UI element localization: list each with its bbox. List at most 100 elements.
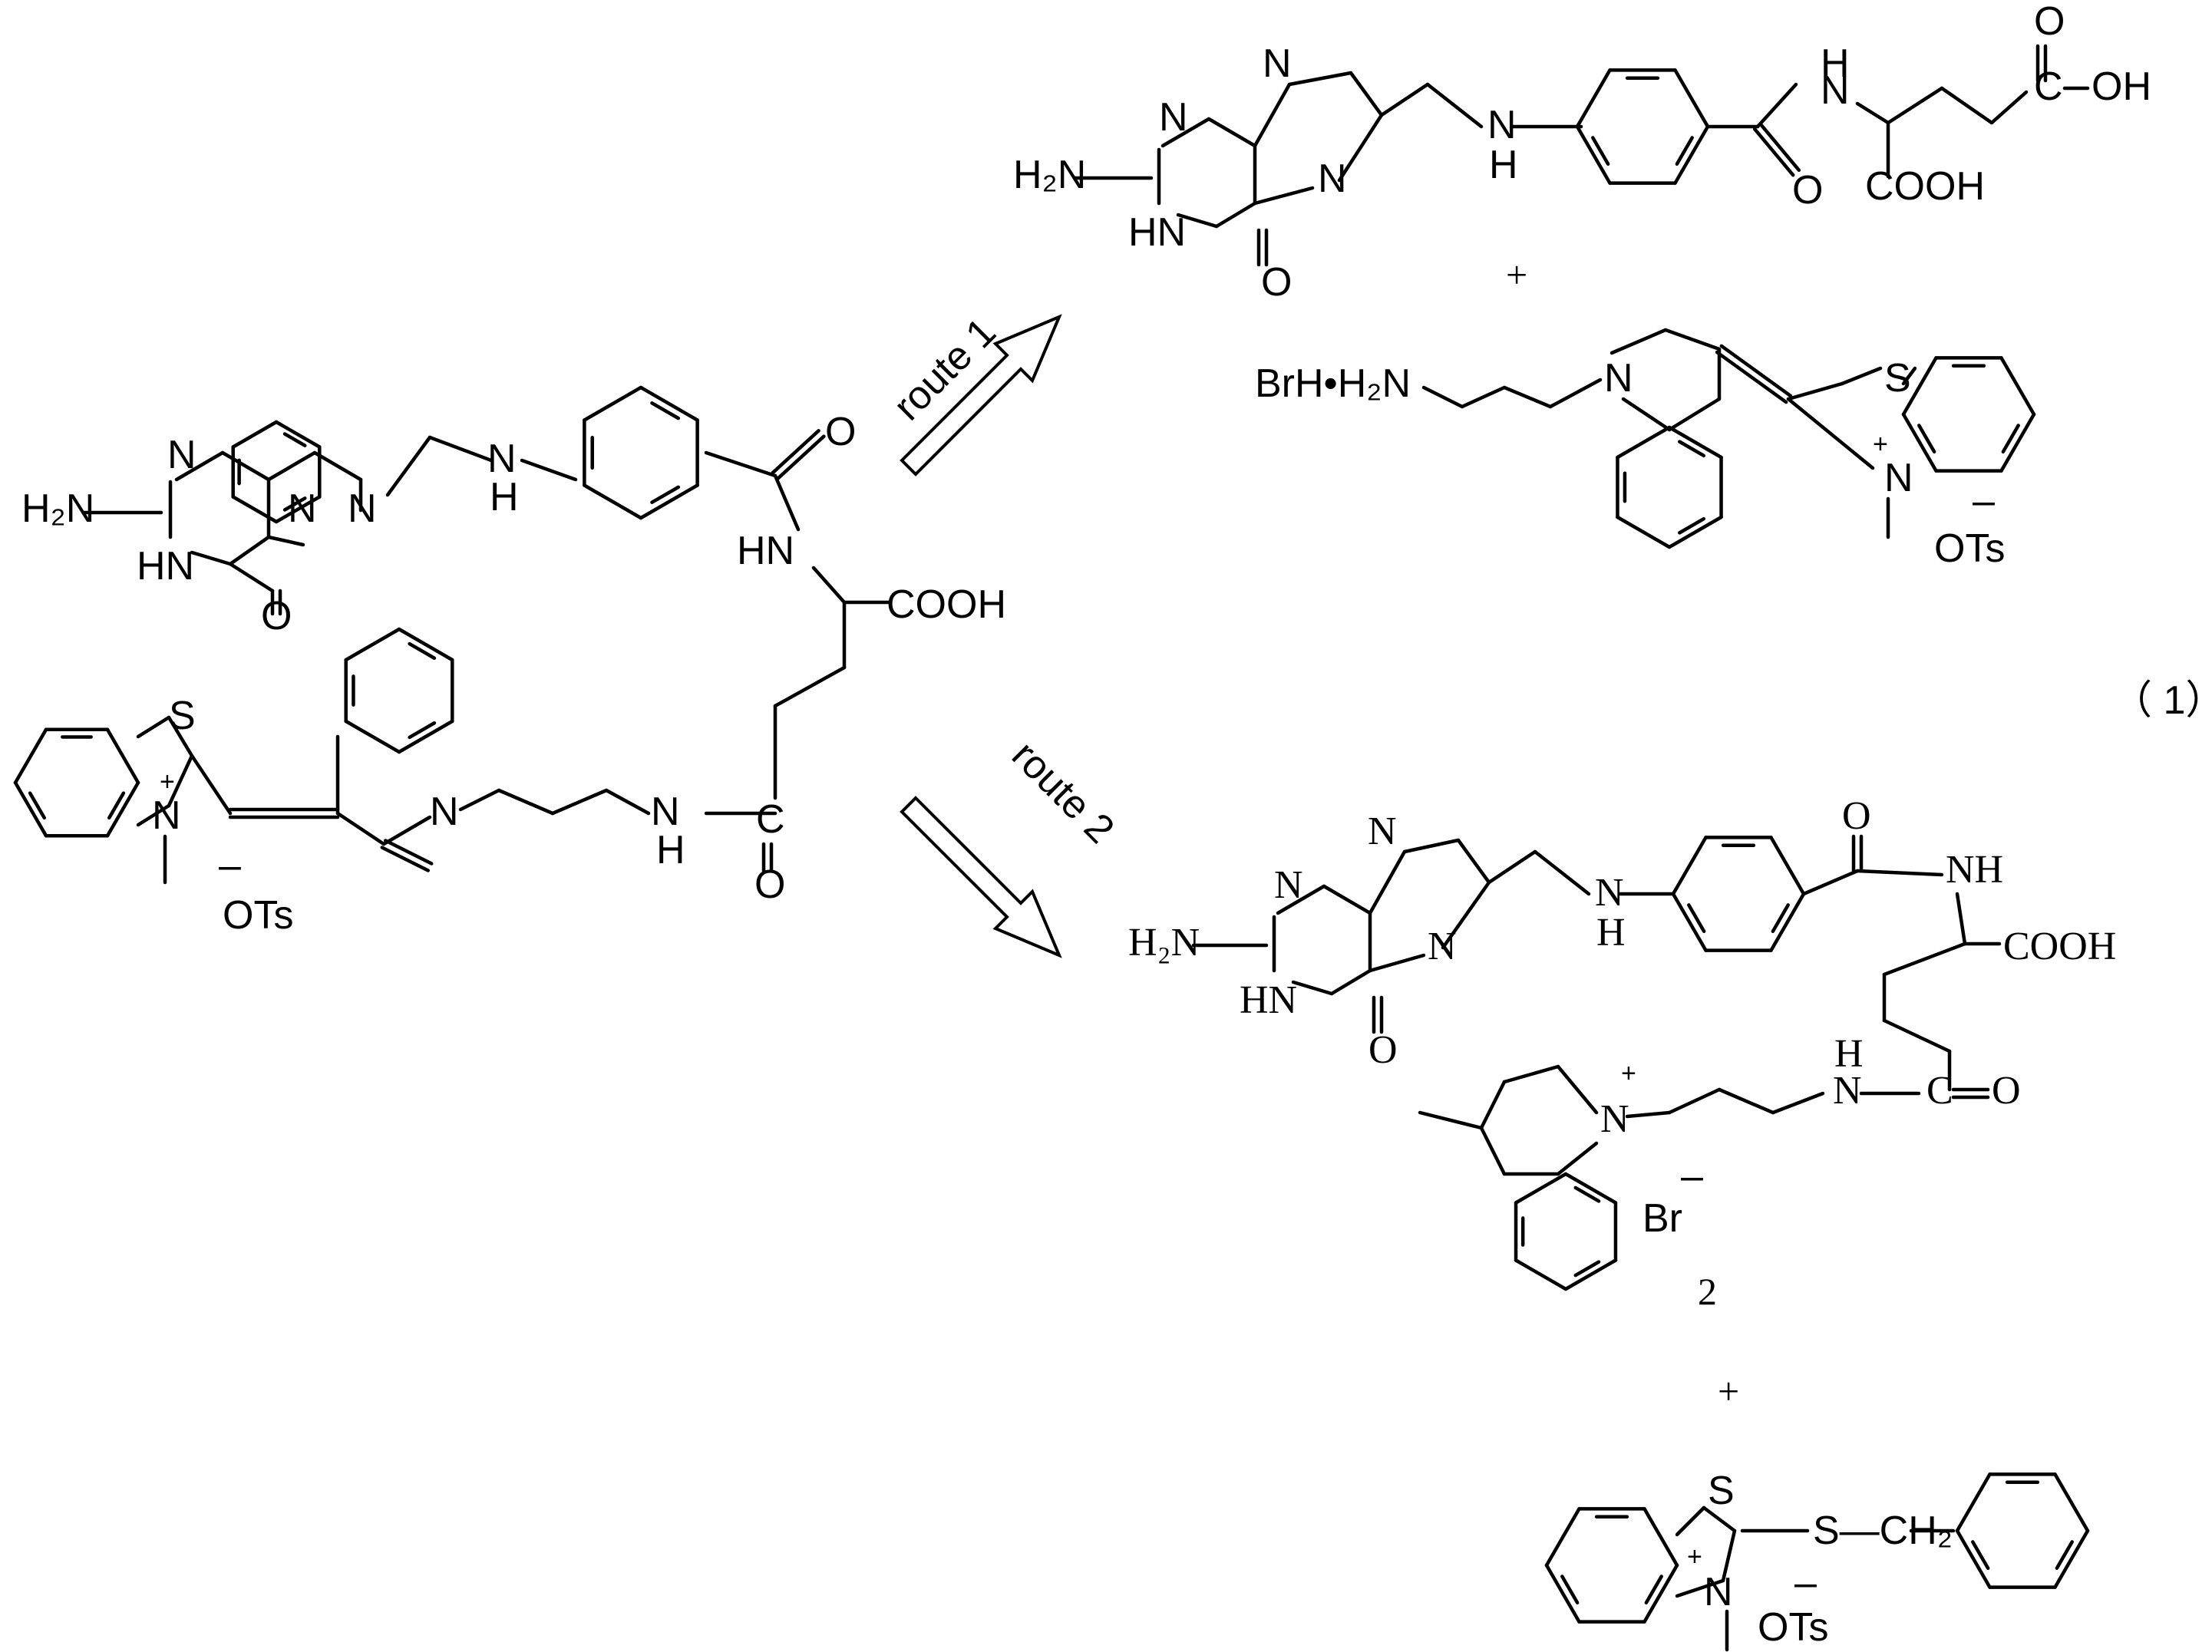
pyrazine-ring-bond	[1287, 71, 1353, 87]
quinolinium-benzo-ring-bond	[1514, 1172, 1568, 1205]
start-cooh-label: COOH	[886, 582, 1006, 627]
propyl-linker-bond	[1421, 385, 1464, 409]
methyl-bond	[1418, 1110, 1484, 1130]
quinoline-pyridine-bond	[335, 811, 386, 846]
pyridine-ring-bond	[274, 420, 322, 449]
thiazole-ring-bond	[1675, 1578, 1725, 1598]
benzene-ring-bond	[1671, 836, 1708, 896]
atom-labels: route 1 route 2 （ 1） H₂N N HN O N N N H …	[21, 0, 2212, 1650]
start-n-label: N	[348, 486, 377, 531]
pteridine-ring-bond	[1329, 968, 1372, 996]
route-arrows	[900, 314, 1062, 958]
pyrazine-ring-bond	[1368, 953, 1426, 973]
benzoyl-bond	[1755, 82, 1798, 129]
quinoline-benzo-ring-bond	[1678, 516, 1706, 535]
benzothiazole-benzo-ring-bond	[13, 780, 48, 838]
pteridine-ring-bond	[1160, 117, 1211, 148]
plus-sign-1: +	[1506, 253, 1527, 296]
benzothiazole-benzo-ring-bond	[1544, 1507, 1581, 1568]
start-hn-label: HN	[137, 544, 194, 589]
pyridine-ring-bond	[274, 495, 322, 524]
start-o-label: O	[825, 410, 856, 454]
pyrazine-ring-bond	[1456, 838, 1491, 885]
start-plus-label: +	[160, 767, 175, 796]
pteridine-ring-bond	[266, 535, 305, 547]
route-1-arrow	[900, 314, 1062, 476]
quinoline-benzo-ring-bond	[1616, 515, 1672, 549]
methine-double-bond	[1719, 344, 1793, 398]
route-2-label: route 2	[1003, 733, 1122, 852]
methylene-bond	[1425, 82, 1484, 129]
p2-minus-label: –	[1681, 1154, 1703, 1199]
benzothiazole-benzo-ring-bond	[1544, 1563, 1581, 1624]
benzothiazole-benzo-ring-bond	[1999, 412, 2036, 473]
start-o-label: O	[754, 862, 785, 907]
p2-o-label: O	[1992, 1069, 2021, 1113]
route-2-arrow	[900, 796, 1062, 958]
quinoline-pyridine-bond	[381, 815, 432, 846]
quinoline-pyridine-bond	[1663, 328, 1722, 351]
p2-o-label: O	[1842, 794, 1871, 838]
pyrazine-ring-bond	[1402, 838, 1461, 854]
amine-salt-label: BrH•H₂N	[1255, 361, 1411, 406]
quinoline-pyridine-bond	[1667, 397, 1722, 432]
pteridine-ring-bond	[1207, 117, 1257, 148]
benzene-ring-bond	[583, 483, 643, 520]
bond-lines	[13, 44, 2090, 1652]
start-nh-h-label: H	[656, 828, 685, 872]
methine-bond	[190, 753, 233, 816]
thiazole-ring-bond	[1675, 1505, 1706, 1537]
thiazole-bond	[1840, 366, 1883, 386]
p2-n-label: N	[1600, 1097, 1629, 1141]
benzoyl-bond	[1801, 869, 1860, 896]
quinoline-double-bond	[383, 839, 434, 866]
quinoline-pyridine-bond	[1621, 397, 1672, 432]
pyrazine-ring-bond	[1349, 71, 1384, 117]
propyl-linker-bond	[604, 788, 651, 816]
pyrazine-ring-bond	[1253, 82, 1292, 148]
benzene-ring-bond	[1771, 903, 1790, 934]
benzene-ring-bond	[583, 385, 643, 422]
to-plus-label: +	[1873, 430, 1888, 459]
folate-cooh-label: COOH	[1865, 164, 1985, 209]
pteridine-ring-bond	[1291, 980, 1334, 996]
benzothiazole-benzo-ring-bond	[1901, 356, 1938, 417]
glutamate-chain-bond	[1882, 941, 1967, 977]
benzoyl-bond	[1855, 869, 1944, 877]
bt-sch2-label: S—CH₂	[1813, 1509, 1953, 1553]
benzene-ring-bond	[639, 385, 699, 422]
benzoyl-bond	[704, 450, 778, 478]
quinoline-benzo-ring-bond	[1667, 425, 1723, 460]
pyridine-ring-bond	[231, 420, 279, 449]
quinoline-benzo-ring-bond	[408, 720, 437, 740]
quinolinium-benzo-ring-bond	[1514, 1258, 1568, 1291]
glutamate-chain-bond	[1855, 101, 1890, 125]
methylene-bond	[1533, 849, 1591, 896]
folate-oh-label: OH	[2091, 64, 2151, 109]
p2-n-label: N	[1274, 863, 1303, 907]
p2-amino-label: H₂N	[1128, 921, 1200, 964]
quinoline-benzo-ring-bond	[1678, 440, 1706, 458]
glutamate-bond	[1955, 892, 1967, 946]
benzothiazole-benzo-ring-bond	[13, 727, 48, 785]
pyridine-ring-bond	[282, 496, 307, 512]
p2-plus-label: +	[1621, 1059, 1636, 1088]
start-minus-label: –	[219, 843, 241, 888]
bt-s-label: S	[1708, 1469, 1735, 1513]
amide-carbonyl-bond	[771, 429, 820, 475]
methylene-bond	[1487, 849, 1537, 885]
compound-number: 2	[1698, 1270, 1717, 1313]
benzothiazole-benzo-ring-bond	[1642, 1507, 1679, 1568]
benzothiazole-benzo-ring-bond	[1644, 1575, 1663, 1605]
pteridine-ring-bond	[312, 450, 363, 482]
quinoline-benzo-ring-bond	[408, 641, 437, 661]
quinoline-double-bond	[380, 846, 431, 872]
glutamate-chain-bond	[1940, 86, 1994, 125]
benzene-ring-bond	[1575, 68, 1612, 129]
pteridine-ring-bond	[266, 450, 317, 482]
start-amino-label: H₂N	[21, 486, 94, 531]
quinoline-benzo-ring-bond	[1616, 425, 1672, 460]
pyridine-ring-bond	[282, 432, 307, 447]
to-s-label: S	[1884, 356, 1911, 401]
